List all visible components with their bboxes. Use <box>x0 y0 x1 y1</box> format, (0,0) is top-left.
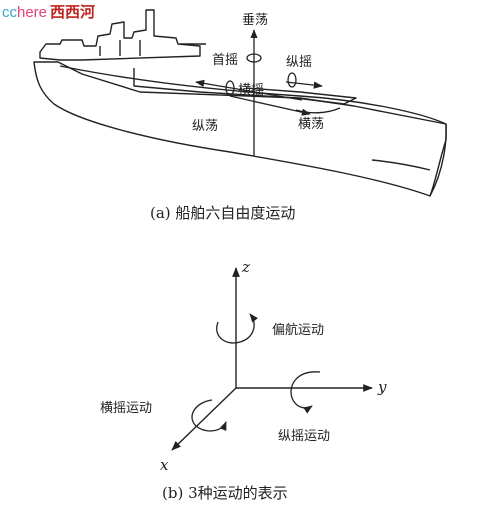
pitch-rotation <box>287 72 297 88</box>
sway-arrow <box>229 95 311 116</box>
watermark-site: 西西河 <box>50 4 96 21</box>
watermark-here: here <box>17 4 48 21</box>
label-heave: 垂荡 <box>242 13 268 28</box>
label-roll: 横摇 <box>238 83 264 98</box>
ship-drawing <box>33 9 447 197</box>
axis-label-z: z <box>241 258 250 276</box>
roll-rotation <box>225 80 235 96</box>
label-surge: 纵荡 <box>192 119 218 134</box>
yaw-arc <box>216 313 258 344</box>
label-pitch: 纵摇 <box>286 55 312 70</box>
axis-label-y: y <box>377 378 387 396</box>
x-axis <box>171 387 237 451</box>
label-yaw-motion: 偏航运动 <box>272 322 324 338</box>
roll-arc <box>191 399 227 432</box>
axis-label-x: x <box>160 456 169 474</box>
label-sway: 横荡 <box>298 117 324 132</box>
ship-hull <box>33 61 447 197</box>
watermark-cc: cc <box>2 4 17 21</box>
yaw-rotation <box>246 53 262 63</box>
caption-b: (b) 3种运动的表示 <box>162 484 288 502</box>
pitch-arc <box>290 371 321 414</box>
label-pitch-motion: 纵摇运动 <box>278 429 330 444</box>
label-yaw: 首摇 <box>212 53 238 68</box>
ship-superstructure <box>39 9 201 61</box>
ship-motion-arrows <box>195 29 323 156</box>
axes-drawing <box>171 267 373 451</box>
rotation-arcs <box>191 313 321 432</box>
caption-a: (a) 船舶六自由度运动 <box>150 204 295 222</box>
surge-arrow <box>195 79 303 101</box>
label-roll-motion: 横摇运动 <box>100 401 152 416</box>
